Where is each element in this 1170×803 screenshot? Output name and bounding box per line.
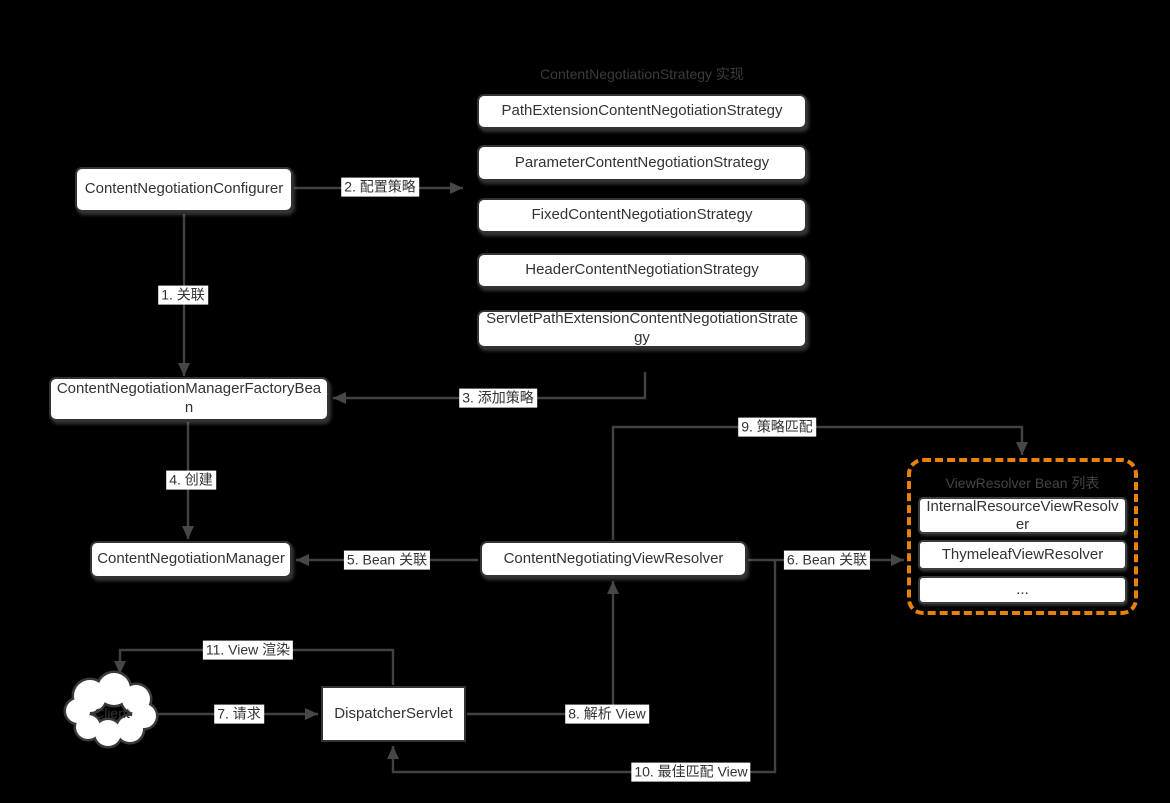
- view-resolver-bean-list-group: [907, 458, 1138, 615]
- node-view-resolver-ellipsis: ...: [918, 576, 1127, 604]
- edge-label-11-view-render: 11. View 渲染: [202, 640, 294, 660]
- edge-10-best-match-view: [387, 561, 777, 774]
- edge-9-strategy-match: [611, 425, 1028, 540]
- edge-label-1-associate: 1. 关联: [158, 285, 208, 305]
- node-dispatcher-servlet: DispatcherServlet: [321, 686, 466, 742]
- edge-label-8-resolve-view: 8. 解析 View: [565, 704, 649, 724]
- node-content-negotiation-configurer: ContentNegotiationConfigurer: [75, 167, 293, 212]
- node-header-strategy: HeaderContentNegotiationStrategy: [477, 253, 807, 288]
- node-content-negotiation-manager: ContentNegotiationManager: [90, 541, 292, 578]
- client-label: Client: [94, 705, 130, 721]
- strategy-group-title: ContentNegotiationStrategy 实现: [540, 66, 744, 82]
- edge-label-6-bean-associate: 6. Bean 关联: [783, 550, 871, 570]
- edge-label-10-best-match-view: 10. 最佳匹配 View: [631, 762, 751, 782]
- node-internal-resource-view-resolver: InternalResourceViewResolver: [918, 497, 1127, 534]
- node-servlet-path-extension-strategy: ServletPathExtensionContentNegotiationSt…: [477, 310, 807, 348]
- edge-label-4-create: 4. 创建: [166, 470, 216, 490]
- node-content-negotiating-view-resolver: ContentNegotiatingViewResolver: [480, 541, 747, 577]
- edge-label-5-bean-associate: 5. Bean 关联: [343, 550, 431, 570]
- edge-label-2-configure-strategy: 2. 配置策略: [341, 177, 419, 197]
- edge-label-7-request: 7. 请求: [214, 704, 264, 724]
- view-resolver-group-title: ViewResolver Bean 列表: [945, 475, 1100, 491]
- edge-3-add-strategy: [333, 372, 647, 404]
- client-cloud-shape: [63, 670, 159, 749]
- edge-8-resolve-view: [467, 581, 619, 716]
- node-fixed-strategy: FixedContentNegotiationStrategy: [477, 198, 807, 233]
- node-parameter-strategy: ParameterContentNegotiationStrategy: [477, 145, 807, 181]
- edge-label-3-add-strategy: 3. 添加策略: [459, 388, 537, 408]
- edge-label-9-strategy-match: 9. 策略匹配: [738, 417, 816, 437]
- node-path-extension-strategy: PathExtensionContentNegotiationStrategy: [477, 94, 807, 129]
- node-thymeleaf-view-resolver: ThymeleafViewResolver: [918, 540, 1127, 570]
- node-manager-factory-bean: ContentNegotiationManagerFactoryBean: [49, 377, 329, 421]
